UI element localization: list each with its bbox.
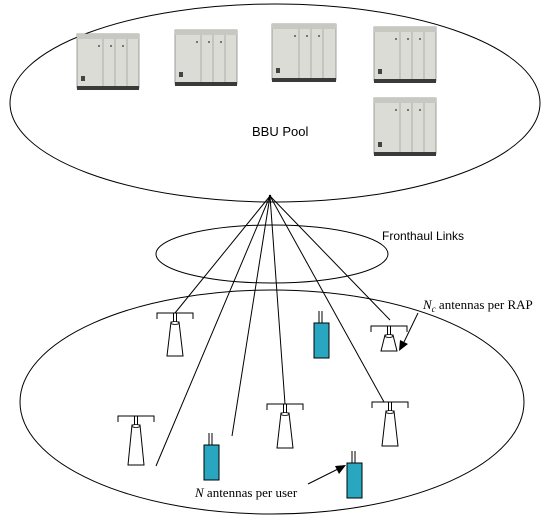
fronthaul-ellipse: [155, 224, 389, 284]
bbu-pool-ellipse: [9, 3, 541, 203]
user-antenna-label: N antennas per user: [194, 485, 298, 500]
bbu-cabinet: [373, 97, 437, 156]
rap-annotation-arrow: [399, 312, 419, 351]
fronthaul-link: [269, 195, 391, 321]
rap-antenna: [370, 325, 408, 352]
rap-antenna-label: Nc antennas per RAP: [422, 297, 533, 314]
bbu-cabinet: [373, 26, 437, 83]
user-device: [203, 433, 220, 481]
fronthaul-links: [155, 195, 391, 467]
rap-antenna: [371, 401, 409, 447]
bbu-pool-label: BBU Pool: [252, 124, 308, 139]
fronthaul-label: Fronthaul Links: [382, 229, 464, 243]
bbu-cabinet: [174, 29, 238, 86]
fronthaul-link: [269, 195, 286, 405]
rap-antenna: [117, 415, 155, 466]
user-annotation-arrow: [307, 465, 346, 485]
bbu-cabinet: [76, 33, 140, 90]
rap-area-ellipse: [19, 289, 525, 515]
rap-antenna: [266, 403, 304, 449]
fronthaul-link: [174, 195, 271, 314]
user-device: [346, 451, 363, 499]
rap-antenna: [156, 312, 194, 357]
fronthaul-link: [269, 195, 385, 403]
user-device: [313, 311, 330, 359]
fronthaul-link: [231, 195, 271, 437]
fronthaul-hub: [268, 194, 272, 198]
fronthaul-link: [155, 195, 271, 467]
bbu-cabinet: [271, 23, 337, 82]
